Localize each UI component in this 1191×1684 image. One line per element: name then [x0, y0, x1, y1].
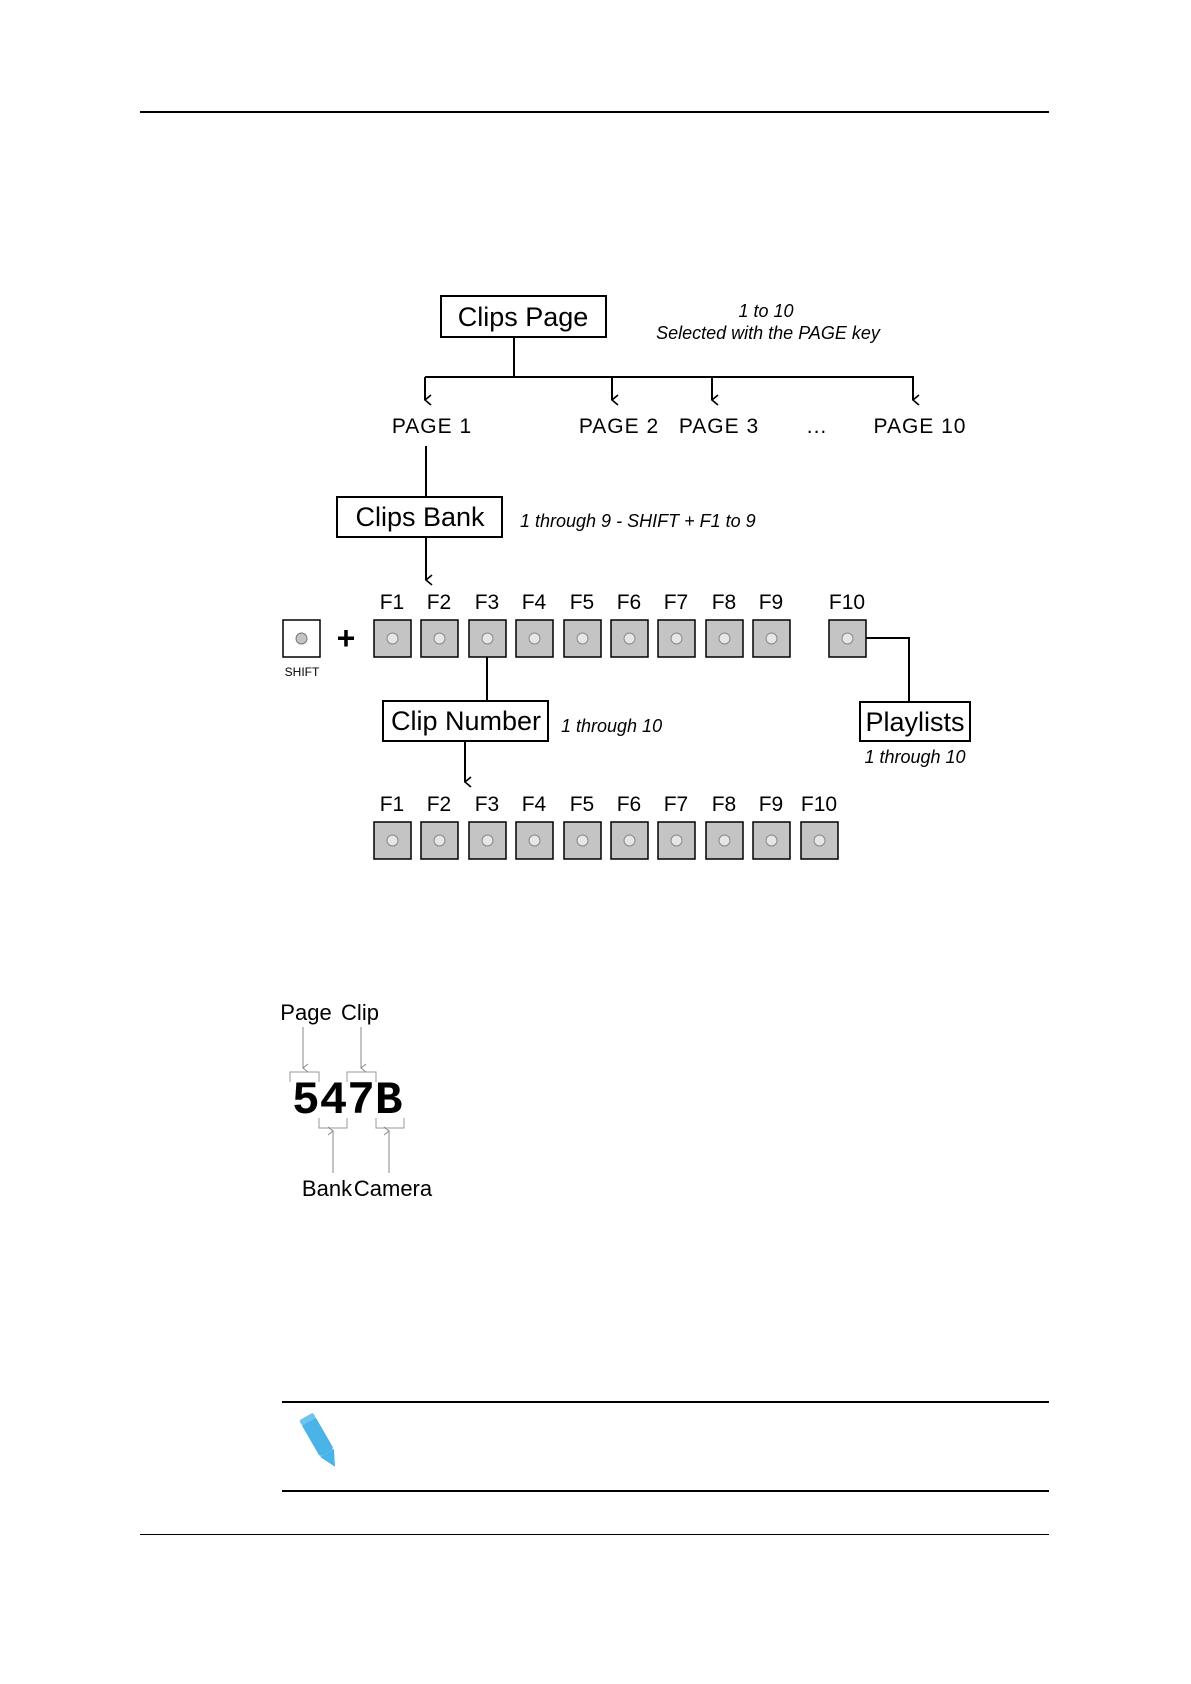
clip-key-label-f2: F2 — [427, 793, 452, 816]
bank-key-f3 — [469, 620, 506, 657]
page-connectors — [425, 337, 914, 400]
playlists-label: Playlists — [865, 707, 964, 737]
clip-key-label-f9: F9 — [759, 793, 784, 816]
bank-key-f5 — [564, 620, 601, 657]
clip-key-label-f8: F8 — [712, 793, 737, 816]
clip-key-f1 — [374, 822, 411, 859]
clips-page-box: Clips Page — [441, 296, 606, 337]
clip-id-diagram: Page Clip 547B Bank Camera — [280, 1000, 433, 1201]
bank-key-f1 — [374, 620, 411, 657]
clip-key-label-f4: F4 — [522, 793, 547, 816]
clips-bank-note: 1 through 9 - SHIFT + F1 to 9 — [520, 511, 756, 531]
clip-key-f4 — [516, 822, 553, 859]
plus-sign: + — [337, 620, 356, 656]
bank-key-f7 — [658, 620, 695, 657]
clip-key-label-f5: F5 — [570, 793, 595, 816]
bank-key-label-f8: F8 — [712, 591, 737, 614]
clip-key-label-f1: F1 — [380, 793, 405, 816]
pencil-icon — [299, 1413, 342, 1471]
bank-key-label-f4: F4 — [522, 591, 547, 614]
clip-key-f8 — [706, 822, 743, 859]
bank-key-f8 — [706, 620, 743, 657]
clip-key-f7 — [658, 822, 695, 859]
clip-key-f5 — [564, 822, 601, 859]
clip-number-label: Clip Number — [391, 706, 541, 736]
bank-key-f10 — [829, 620, 866, 657]
page-ellipsis-label: ... — [807, 415, 828, 438]
clip-key-f3 — [469, 822, 506, 859]
clip-key-label-f7: F7 — [664, 793, 689, 816]
clip-key-label-f3: F3 — [475, 793, 500, 816]
clip-key-f10 — [801, 822, 838, 859]
bank-key-label-f7: F7 — [664, 591, 689, 614]
clips-bank-box: Clips Bank — [337, 497, 502, 537]
bank-annotation-label: Bank — [302, 1176, 353, 1201]
clips-page-note-line1: 1 to 10 — [738, 301, 793, 321]
bank-key-f4 — [516, 620, 553, 657]
bank-key-label-f2: F2 — [427, 591, 452, 614]
playlists-note: 1 through 10 — [864, 747, 965, 767]
bank-key-label-f1: F1 — [380, 591, 405, 614]
bank-key-f2 — [421, 620, 458, 657]
page-annotation-label: Page — [280, 1000, 331, 1025]
bank-key-label-f9: F9 — [759, 591, 784, 614]
clip-key-f2 — [421, 822, 458, 859]
bank-key-label-f5: F5 — [570, 591, 595, 614]
clip-key-f6 — [611, 822, 648, 859]
bank-key-label-f3: F3 — [475, 591, 500, 614]
bank-key-f9 — [753, 620, 790, 657]
page-1-label: PAGE 1 — [392, 415, 472, 438]
clip-key-f9 — [753, 822, 790, 859]
page-3-label: PAGE 3 — [679, 415, 759, 438]
clips-page-note-line2: Selected with the PAGE key — [656, 323, 881, 343]
clip-number-box: Clip Number — [383, 701, 548, 741]
camera-annotation-label: Camera — [354, 1176, 433, 1201]
f10-to-playlists-connector — [866, 638, 909, 702]
clip-annotation-label: Clip — [341, 1000, 379, 1025]
clip-key-label-f6: F6 — [617, 793, 642, 816]
shift-key — [283, 620, 320, 657]
page-2-label: PAGE 2 — [579, 415, 659, 438]
bank-key-label-f10: F10 — [829, 591, 865, 614]
shift-label: SHIFT — [285, 665, 320, 679]
clip-key-label-f10: F10 — [801, 793, 837, 816]
clips-bank-label: Clips Bank — [355, 502, 485, 532]
clips-page-label: Clips Page — [458, 302, 589, 332]
clip-number-note: 1 through 10 — [561, 716, 662, 736]
bank-key-f6 — [611, 620, 648, 657]
playlists-box: Playlists — [860, 702, 970, 741]
page-10-label: PAGE 10 — [874, 415, 967, 438]
bank-key-label-f6: F6 — [617, 591, 642, 614]
